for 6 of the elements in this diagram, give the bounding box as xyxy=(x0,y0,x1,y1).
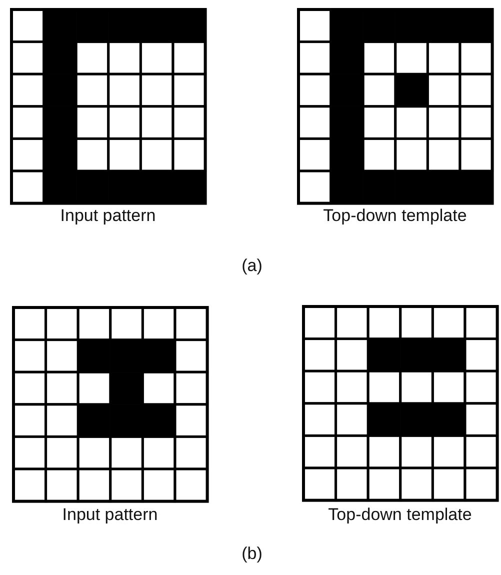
panel-label: (b) xyxy=(242,544,262,564)
grid-caption: Input pattern xyxy=(62,505,158,525)
grid-caption: Input pattern xyxy=(60,206,156,226)
grid-caption: Top-down template xyxy=(328,505,472,525)
panel-label: (a) xyxy=(242,256,262,276)
grid-caption: Top-down template xyxy=(323,206,467,226)
